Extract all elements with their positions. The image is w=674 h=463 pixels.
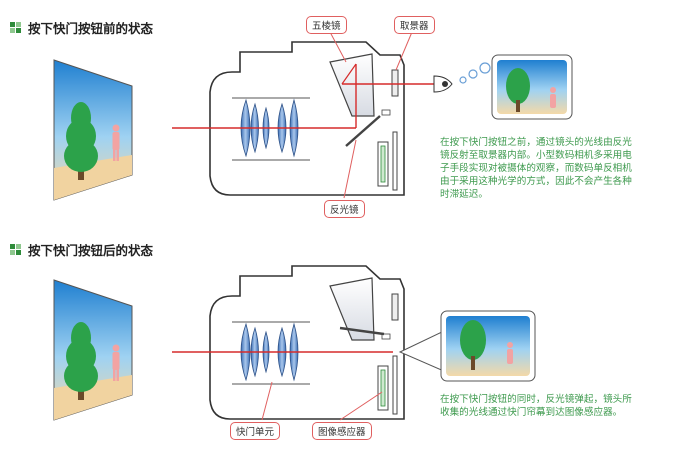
section-title-after-text: 按下快门按钮后的状态	[28, 243, 154, 258]
note-after: 在按下快门按钮的同时，反光镜弹起，镜头所收集的光线通过快门帘幕到达图像感应器。	[440, 394, 632, 418]
leader-line	[261, 381, 273, 421]
sensor-image	[398, 310, 536, 382]
reflex-mirror-down	[345, 115, 381, 147]
scene-after	[53, 279, 133, 421]
label-shutter-unit: 快门单元	[230, 422, 281, 440]
eye-icon	[433, 62, 491, 93]
label-pentaprism: 五棱镜	[306, 16, 347, 34]
light-path-before	[172, 63, 436, 129]
bullet-icon	[10, 21, 22, 34]
section-title-before-text: 按下快门按钮前的状态	[28, 21, 154, 36]
camera-body-before	[209, 41, 405, 196]
leader-line	[339, 391, 383, 421]
camera-body-after	[209, 265, 405, 420]
section-title-before: 按下快门按钮前的状态	[10, 18, 153, 37]
bullet-icon	[10, 243, 22, 256]
leader-line	[343, 139, 357, 199]
label-image-sensor: 图像感应器	[312, 422, 372, 440]
leader-line	[395, 31, 413, 71]
scene-before	[53, 59, 133, 201]
section-title-after: 按下快门按钮后的状态	[10, 240, 153, 259]
label-viewfinder: 取景器	[394, 16, 435, 34]
label-reflex-mirror: 反光镜	[324, 200, 365, 218]
leader-line	[329, 31, 347, 63]
note-before: 在按下快门按钮之前，通过镜头的光线由反光镜反射至取景器内部。小型数码相机多采用电…	[440, 137, 632, 200]
reflex-mirror-up	[339, 326, 385, 336]
viewfinder-view	[491, 54, 573, 120]
